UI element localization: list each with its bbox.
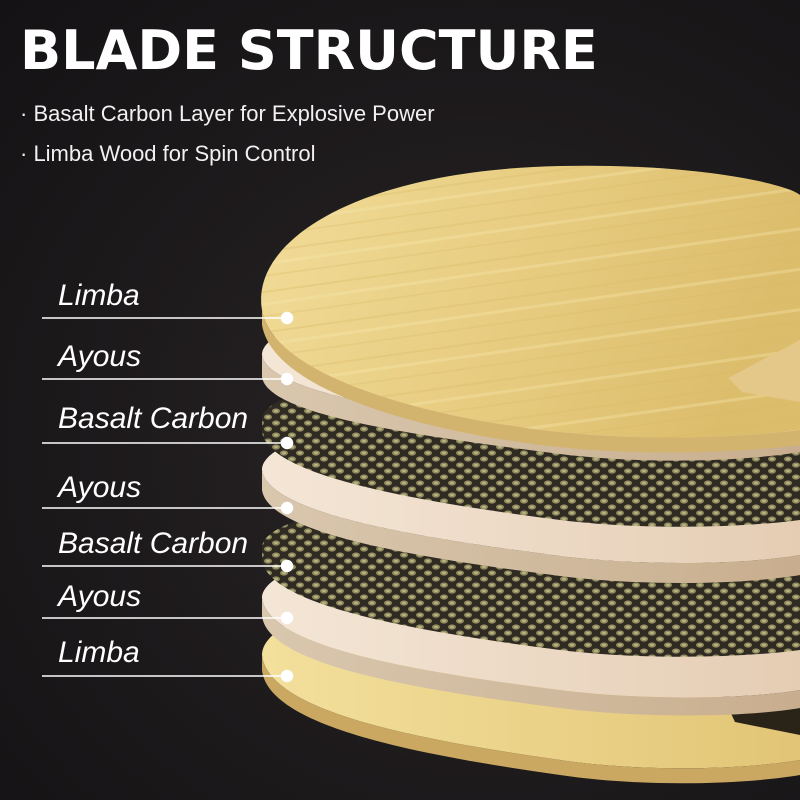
feature-bullet-spin: · Limba Wood for Spin Control (20, 141, 316, 166)
label-ayous-2: Ayous (58, 471, 142, 504)
feature-list: · Basalt Carbon Layer for Explosive Powe… (20, 94, 435, 174)
leader-dot-limba-bottom (280, 669, 294, 683)
layer-limba-top (261, 165, 800, 453)
leader-dot-ayous-2 (280, 501, 294, 515)
leader-dot-ayous-3 (280, 611, 294, 625)
leader-dot-basalt-carbon-2 (280, 559, 294, 573)
leader-dot-basalt-carbon-1 (280, 436, 294, 450)
label-limba-top: Limba (58, 279, 140, 312)
label-basalt-carbon-2: Basalt Carbon (58, 527, 249, 560)
label-basalt-carbon-1: Basalt Carbon (58, 402, 249, 435)
leader-dot-ayous-1 (280, 372, 294, 386)
label-ayous-3: Ayous (58, 580, 142, 613)
page-title: BLADE STRUCTURE (20, 19, 598, 82)
feature-bullet-power: · Basalt Carbon Layer for Explosive Powe… (20, 101, 435, 126)
leader-dot-limba-top (280, 311, 294, 325)
label-ayous-1: Ayous (58, 340, 142, 373)
leader-lines (42, 311, 294, 683)
label-limba-bottom: Limba (58, 636, 140, 669)
